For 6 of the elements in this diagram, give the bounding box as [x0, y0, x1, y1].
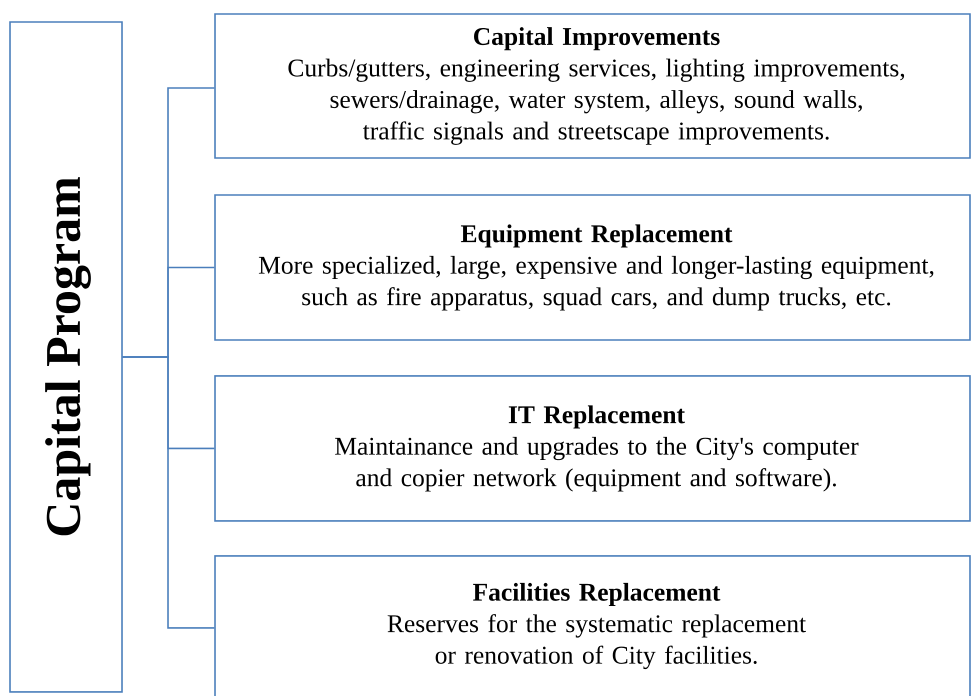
- description-box: Facilities Replacement Reserves for the systematic replacement or renovation of City facilities.: [214, 555, 971, 696]
- description-box: Capital Improvements Curbs/gutters, engineering services, lighting improvements, sewers/drainage, water system, alleys, sound walls, traffic signals and streetscape improvements.: [214, 13, 971, 159]
- description-box: IT Replacement Maintainance and upgrades to the City's computer and copier network (equipment and software).: [214, 375, 971, 522]
- category-box: Capital Program: [9, 21, 123, 693]
- description-box: Equipment Replacement More specialized, large, expensive and longer-lasting equipment, such as fire apparatus, squad cars, and dump trucks, etc.: [214, 194, 971, 341]
- connector-line: [122, 356, 214, 629]
